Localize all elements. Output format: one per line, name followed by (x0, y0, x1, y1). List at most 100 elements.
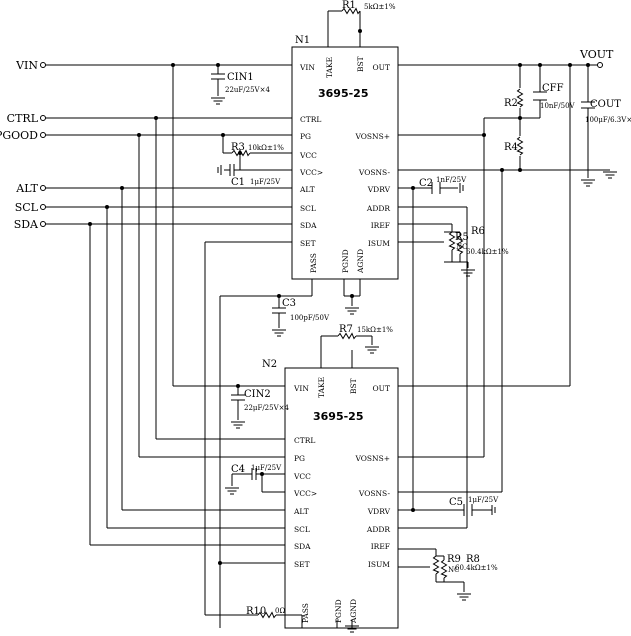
port-alt-label: ALT (15, 182, 38, 195)
capacitor-cin1: CIN1 22uF/25V×4 (210, 72, 270, 105)
wires (45, 10, 610, 628)
c5-value: 1μF/25V (468, 496, 499, 504)
port-ctrl-terminal (40, 115, 46, 121)
c1-ref: C1 (231, 177, 245, 188)
port-pgood-terminal (40, 132, 46, 138)
n1-pin-scl: SCL (300, 204, 316, 213)
n2-pin-vosns-plus: VOSNS+ (354, 454, 390, 463)
cff-value: 10nF/50V (540, 102, 576, 110)
n2-pin-isum: ISUM (368, 560, 390, 569)
resistor-r9: R9 NC (433, 554, 461, 575)
cout-value: 100μF/6.3V×6 (585, 116, 631, 124)
cin1-ref: CIN1 (227, 72, 254, 83)
n2-pin-iref: IREF (371, 542, 390, 551)
port-vin-terminal (40, 62, 46, 68)
resistor-r1: R1 5kΩ±1% (341, 0, 396, 14)
n1-pin-alt: ALT (299, 185, 315, 194)
n1-pin-pg: PG (300, 132, 311, 141)
n2-pin-vin: VIN (293, 384, 309, 393)
n1-pin-sda: SDA (300, 221, 317, 230)
port-vout-label: VOUT (579, 48, 614, 61)
n2-pin-addr: ADDR (366, 525, 390, 534)
n2-pin-scl: SCL (294, 525, 310, 534)
port-vin-label: VIN (15, 59, 38, 72)
r4-ref: R4 (504, 142, 518, 153)
port-vout-terminal (597, 62, 603, 68)
input-ports: VIN CTRL PGOOD ALT SCL SDA (0, 59, 46, 231)
c4-ref: C4 (231, 464, 245, 475)
ic-n2-part: 3695-25 (313, 410, 364, 423)
n2-pin-vdrv: VDRV (367, 507, 391, 516)
n1-pin-vcc2: VCC> (299, 168, 323, 177)
r7-value: 15kΩ±1% (357, 326, 393, 334)
capacitor-cff: CFF 10nF/50V (533, 83, 576, 110)
n2-pin-bst: BST (349, 378, 358, 394)
port-sda-terminal (40, 221, 46, 227)
r10-value: 0Ω (275, 607, 285, 615)
capacitor-c1: C1 1μF/25V (217, 164, 281, 188)
r8-value: 60.4kΩ±1% (455, 564, 498, 572)
capacitor-c2: C2 1nF/25V (419, 176, 467, 194)
r10-ref: R10 (246, 606, 266, 617)
resistor-r6: R6 60.4kΩ±1% (457, 226, 509, 256)
port-ctrl-label: CTRL (7, 112, 39, 125)
n1-pin-vin: VIN (299, 63, 315, 72)
n1-pin-iref: IREF (371, 221, 390, 230)
capacitor-c5: C5 1μF/25V (449, 496, 499, 516)
r3-ref: R3 (231, 142, 245, 153)
r5-ref: R5 (455, 232, 469, 243)
n2-pin-vosns-minus: VOSNS- (358, 489, 391, 498)
ic-n1-part: 3695-25 (318, 87, 369, 100)
r6-value: 60.4kΩ±1% (466, 248, 509, 256)
cout-ref: COUT (590, 99, 621, 110)
r2-ref: R2 (504, 98, 518, 109)
n2-pin-set: SET (294, 560, 310, 569)
n2-pin-vcc: VCC (293, 472, 311, 481)
port-scl-label: SCL (15, 201, 39, 214)
r6-ref: R6 (471, 226, 485, 237)
n1-pin-take: TAKE (325, 57, 334, 78)
n1-pin-pass: PASS (309, 253, 318, 273)
cin2-ref: CIN2 (244, 389, 271, 400)
port-pgood-label: PGOOD (0, 129, 38, 142)
n2-pin-pg: PG (294, 454, 305, 463)
port-scl-terminal (40, 204, 46, 210)
ic-n2: N2 3695-25 VIN CTRL PG VCC VCC> ALT SCL … (262, 359, 399, 629)
r1-ref: R1 (342, 0, 356, 11)
n1-pin-bst: BST (356, 56, 365, 72)
n2-pin-sda: SDA (294, 542, 311, 551)
n2-pin-out: OUT (373, 384, 390, 393)
resistor-r8: R8 60.4kΩ±1% (441, 554, 498, 579)
n1-pin-ctrl: CTRL (300, 115, 321, 124)
n2-pin-pass: PASS (301, 603, 310, 623)
n1-pin-pgnd: PGND (341, 249, 350, 273)
port-sda-label: SDA (14, 218, 39, 231)
n1-pin-vdrv: VDRV (367, 185, 391, 194)
resistor-r2: R2 (504, 88, 523, 109)
cin2-value: 22μF/25V×4 (244, 404, 289, 412)
n1-pin-agnd: AGND (356, 249, 365, 274)
capacitor-cin2: CIN2 22μF/25V×4 (230, 389, 289, 429)
n2-pin-pgnd: PGND (334, 599, 343, 623)
capacitor-cout: COUT 100μF/6.3V×6 (580, 99, 631, 187)
junctions (88, 29, 590, 565)
r1-value: 5kΩ±1% (364, 3, 396, 11)
cff-ref: CFF (542, 83, 564, 94)
n1-pin-set: SET (300, 239, 316, 248)
ic-n1: N1 3695-25 VIN CTRL PG VCC VCC> ALT SCL … (291, 35, 399, 280)
r3-value: 10kΩ±1% (248, 144, 284, 152)
r7-ref: R7 (339, 324, 353, 335)
ic-n2-body (284, 367, 399, 629)
ic-n2-ref: N2 (262, 359, 277, 370)
resistor-r4: R4 (504, 136, 523, 156)
n2-pin-vcc2: VCC> (293, 489, 317, 498)
ic-n1-body (291, 46, 399, 280)
c2-ref: C2 (419, 178, 433, 189)
n1-pin-isum: ISUM (368, 239, 390, 248)
cin1-value: 22uF/25V×4 (225, 86, 270, 94)
resistor-r10: R10 0Ω (246, 606, 285, 618)
c3-value: 100pF/50V (290, 314, 330, 322)
c3-ref: C3 (282, 298, 296, 309)
ic-n1-ref: N1 (295, 35, 310, 46)
